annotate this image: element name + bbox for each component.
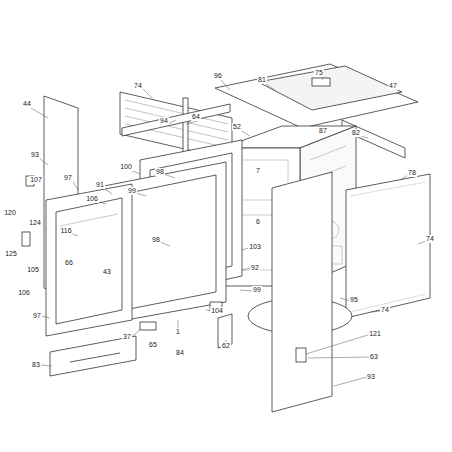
- callout-number: 37: [122, 333, 132, 341]
- callout-number: 97: [32, 312, 42, 320]
- callout-number: 116: [59, 227, 72, 235]
- callout-number: 1: [175, 328, 181, 336]
- callout-number: 104: [210, 307, 224, 315]
- callout-number: 106: [85, 195, 99, 203]
- callout-number: 91: [95, 181, 105, 189]
- callout-number: 81: [257, 76, 267, 84]
- callout-number: 125: [4, 250, 18, 258]
- callout-number: 84: [175, 349, 185, 357]
- callout-number: 74: [380, 306, 390, 314]
- callout-number: 121: [368, 330, 382, 338]
- callout-number: 124: [28, 219, 42, 227]
- callout-number: 87: [318, 127, 328, 135]
- callout-number: 47: [388, 82, 398, 90]
- callout-number: 97: [63, 174, 73, 182]
- callout-number: 93: [30, 151, 40, 159]
- callout-number: 98: [151, 236, 161, 244]
- callout-number: 75: [314, 69, 324, 77]
- callout-number: 82: [351, 129, 361, 137]
- callout-number: 78: [407, 169, 417, 177]
- callout-number: 120: [3, 209, 17, 217]
- callout-number: 96: [213, 72, 223, 80]
- callout-number: 66: [64, 259, 74, 267]
- callout-number: 93: [366, 373, 376, 381]
- callout-number: 63: [369, 353, 379, 361]
- callout-number: 43: [102, 268, 112, 276]
- callout-number: 99: [127, 187, 137, 195]
- callout-number: 44: [22, 100, 32, 108]
- callout-number: 92: [250, 264, 260, 272]
- callout-number: 94: [159, 117, 169, 125]
- callout-number: 7: [255, 167, 261, 175]
- callout-number: 64: [191, 113, 201, 121]
- callout-number: 65: [148, 341, 158, 349]
- callout-number: 106: [17, 289, 31, 297]
- callout-number: 103: [248, 243, 262, 251]
- callout-number: 6: [255, 218, 261, 226]
- callout-number: 74: [133, 82, 143, 90]
- callout-number: 107: [29, 176, 43, 184]
- callout-number: 100: [119, 163, 133, 171]
- callout-number: 83: [31, 361, 41, 369]
- callout-number: 105: [26, 266, 40, 274]
- callout-number: 52: [232, 123, 242, 131]
- callout-number: 99: [252, 286, 262, 294]
- callout-number: 98: [155, 168, 165, 176]
- callout-number: 74: [425, 235, 435, 243]
- callout-number: 95: [349, 296, 359, 304]
- callout-number: 62: [221, 342, 231, 350]
